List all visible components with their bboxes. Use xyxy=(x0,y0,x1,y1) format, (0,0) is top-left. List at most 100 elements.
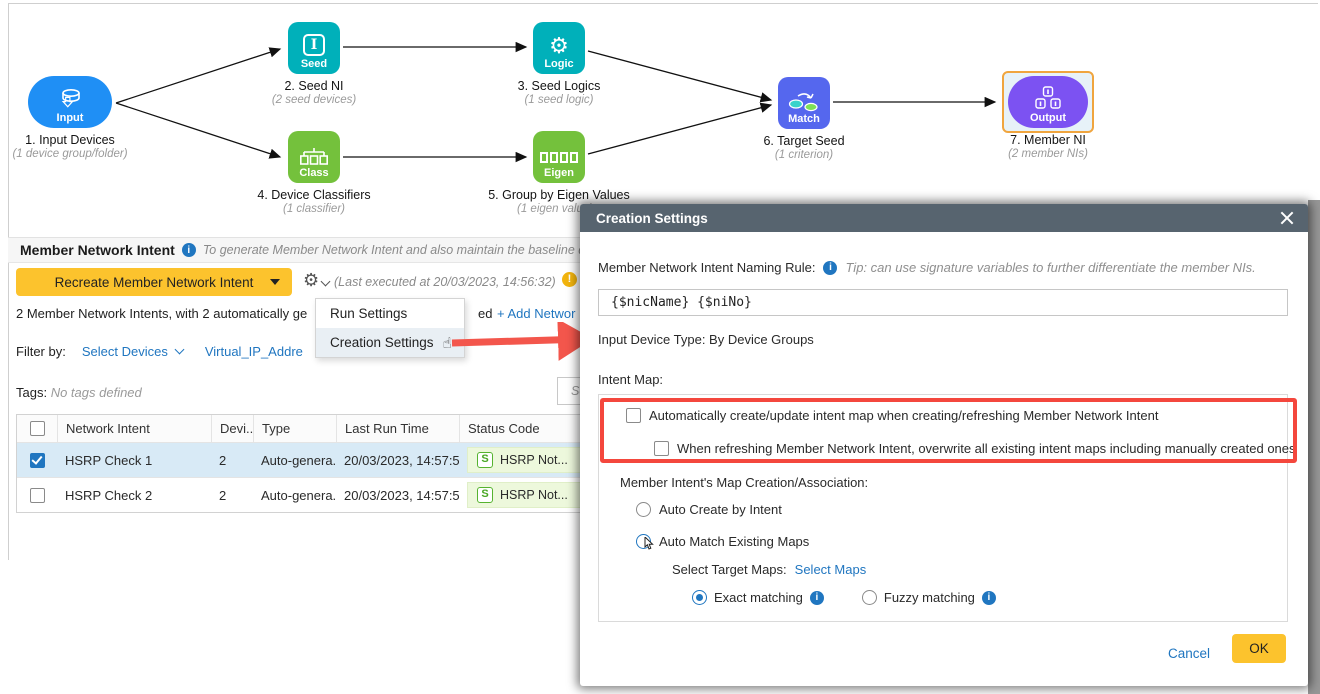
success-status-icon: S xyxy=(477,452,493,468)
cell-devices: 2 xyxy=(219,487,227,503)
overwrite-maps-label: When refreshing Member Network Intent, o… xyxy=(677,441,1296,456)
node-title: 7. Member NI xyxy=(1010,133,1086,147)
flow-node-group-by-eigen[interactable]: Eigen 5. Group by Eigen Values (1 eigen … xyxy=(488,131,630,215)
page-scrollbar[interactable] xyxy=(1308,200,1320,694)
node-title: 1. Input Devices xyxy=(25,133,115,147)
settings-dropdown-menu: Run Settings Creation Settings ☝ xyxy=(315,298,465,358)
auto-create-map-label: Automatically create/update intent map w… xyxy=(649,408,1159,423)
status-text: HSRP Not... xyxy=(500,453,568,467)
row-checkbox[interactable] xyxy=(29,487,45,503)
node-badge: Input xyxy=(56,112,84,124)
node-badge: Match xyxy=(788,113,820,125)
info-icon[interactable]: i xyxy=(181,243,196,257)
map-association-label: Member Intent's Map Creation/Association… xyxy=(620,475,869,490)
dialog-titlebar: Creation Settings xyxy=(580,204,1308,232)
success-status-icon: S xyxy=(477,487,493,503)
node-badge: Class xyxy=(299,167,329,179)
recreate-button-label: Recreate Member Network Intent xyxy=(54,274,254,290)
annotation-arrow xyxy=(451,322,593,361)
status-badge[interactable]: S HSRP Not... xyxy=(467,447,585,473)
flow-node-input-devices[interactable]: Input 1. Input Devices (1 device group/f… xyxy=(12,76,128,160)
cell-network-intent: HSRP Check 2 xyxy=(65,487,153,503)
exact-matching-label: Exact matching xyxy=(714,590,803,605)
node-title: 4. Device Classifiers xyxy=(257,188,371,202)
auto-match-existing-maps-label: Auto Match Existing Maps xyxy=(659,534,810,549)
node-subtitle: (1 classifier) xyxy=(283,203,345,215)
info-icon[interactable]: i xyxy=(809,590,824,605)
node-title: 6. Target Seed xyxy=(763,134,845,148)
overwrite-maps-checkbox[interactable] xyxy=(654,441,669,456)
flow-node-member-ni[interactable]: Output 7. Member NI (2 member NIs) xyxy=(1008,76,1088,160)
select-devices-link[interactable]: Select Devices xyxy=(81,344,168,359)
dropdown-caret-icon[interactable] xyxy=(270,279,280,285)
node-badge: Eigen xyxy=(544,167,574,179)
section-description: To generate Member Network Intent and al… xyxy=(202,243,586,257)
fuzzy-matching-label: Fuzzy matching xyxy=(883,590,975,605)
cell-type: Auto-genera... xyxy=(261,452,336,468)
col-network-intent[interactable]: Network Intent xyxy=(57,415,211,442)
flow-node-seed-logics[interactable]: ⚙ Logic 3. Seed Logics (1 seed logic) xyxy=(518,22,600,106)
settings-gear-button[interactable]: ⚙ xyxy=(303,270,331,291)
node-badge: Logic xyxy=(544,58,574,70)
eigen-icon xyxy=(540,152,578,163)
status-badge[interactable]: S HSRP Not... xyxy=(467,482,585,508)
info-icon[interactable]: i xyxy=(981,590,996,605)
virtual-ip-address-link[interactable]: Virtual_IP_Addre xyxy=(204,344,303,359)
recreate-member-network-intent-button[interactable]: Recreate Member Network Intent xyxy=(16,268,292,296)
node-subtitle: (1 device group/folder) xyxy=(12,148,128,160)
menu-item-run-settings[interactable]: Run Settings xyxy=(330,306,408,321)
flow-node-seed-ni[interactable]: I Seed 2. Seed NI (2 seed devices) xyxy=(272,22,356,106)
node-subtitle: (1 eigen value) xyxy=(517,203,594,215)
input-download-icon xyxy=(61,88,80,108)
add-network-intent-link[interactable]: + Add Networ xyxy=(497,306,576,321)
warning-icon[interactable]: ! xyxy=(562,272,577,287)
auto-create-map-checkbox[interactable] xyxy=(626,408,641,423)
table-row[interactable]: HSRP Check 2 2 Auto-genera... 20/03/2023… xyxy=(17,477,1299,512)
chevron-down-icon[interactable] xyxy=(174,344,185,355)
select-all-checkbox[interactable] xyxy=(29,421,45,436)
cell-type: Auto-genera... xyxy=(261,487,336,503)
ok-button[interactable]: OK xyxy=(1232,634,1286,663)
auto-create-by-intent-radio[interactable] xyxy=(636,502,651,517)
node-subtitle: (1 seed logic) xyxy=(524,94,594,106)
fuzzy-matching-radio[interactable] xyxy=(861,590,877,605)
col-type[interactable]: Type xyxy=(253,415,336,442)
close-icon[interactable] xyxy=(1280,211,1294,225)
node-title: 2. Seed NI xyxy=(284,79,344,93)
naming-rule-label: Member Network Intent Naming Rule: xyxy=(598,260,816,275)
creation-settings-dialog: Creation Settings Member Network Intent … xyxy=(580,204,1308,686)
col-status-code[interactable]: Status Code xyxy=(459,415,1299,442)
mouse-cursor-icon xyxy=(644,537,654,550)
col-last-run-time[interactable]: Last Run Time xyxy=(336,415,459,442)
menu-item-creation-settings[interactable]: Creation Settings ☝ xyxy=(316,328,464,357)
node-subtitle: (1 criterion) xyxy=(774,149,834,161)
naming-rule-input[interactable]: {$nicName} {$niNo} xyxy=(598,289,1288,316)
cell-last-run: 20/03/2023, 14:57:53 xyxy=(344,487,459,503)
node-title: 3. Seed Logics xyxy=(517,79,601,93)
flow-connectors xyxy=(115,41,997,163)
gear-icon: ⚙ xyxy=(303,270,320,290)
cancel-button[interactable]: Cancel xyxy=(1168,646,1211,661)
filter-by-label: Filter by: xyxy=(16,344,66,359)
info-icon[interactable]: i xyxy=(823,260,838,275)
section-title: Member Network Intent xyxy=(20,242,175,258)
node-subtitle: (2 member NIs) xyxy=(1008,148,1088,160)
match-icon xyxy=(788,93,818,112)
logic-gear-icon: ⚙ xyxy=(549,33,569,58)
flow-node-target-seed[interactable]: Match 6. Target Seed (1 criterion) xyxy=(763,77,845,161)
auto-match-existing-maps-radio[interactable] xyxy=(636,534,654,550)
classifier-icon xyxy=(300,148,328,165)
node-badge: Output xyxy=(1029,112,1067,124)
row-checkbox[interactable] xyxy=(29,452,45,468)
hand-cursor-icon: ☝ xyxy=(442,334,452,352)
summary-text-fragment: ed xyxy=(478,306,493,321)
flow-node-device-classifiers[interactable]: Class 4. Device Classifiers (1 classifie… xyxy=(257,131,371,215)
menu-item-label: Creation Settings xyxy=(330,335,434,350)
naming-rule-tip: Tip: can use signature variables to furt… xyxy=(845,260,1256,275)
select-target-maps-label: Select Target Maps: xyxy=(672,562,787,577)
col-devices[interactable]: Devi... xyxy=(211,415,253,442)
node-subtitle: (2 seed devices) xyxy=(271,94,357,106)
exact-matching-radio[interactable] xyxy=(692,590,707,605)
select-maps-link[interactable]: Select Maps xyxy=(794,562,867,577)
